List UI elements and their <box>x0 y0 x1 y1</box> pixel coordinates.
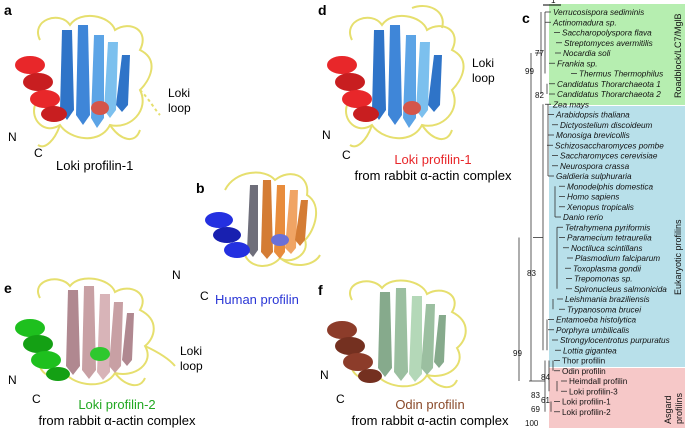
taxon-label: Loki profilin-1 <box>562 398 611 407</box>
panel-d-structure <box>327 5 465 148</box>
taxon-label: Frankia sp. <box>557 59 598 68</box>
taxon-label: Nocardia soli <box>563 49 611 58</box>
bootstrap-value: 83 <box>531 391 540 400</box>
panel-f-structure <box>327 279 467 389</box>
panel-f-letter: f <box>318 282 323 298</box>
taxon-label: Xenopus tropicalis <box>566 203 634 212</box>
panel-e-loop-label: Loki loop <box>180 344 203 373</box>
asgard-group-label-line1: Asgard <box>663 395 673 424</box>
panel-a-loop-label: Loki loop <box>168 86 191 115</box>
panel-d-loop-label: Loki loop <box>472 56 495 85</box>
bootstrap-value: 100 <box>525 419 539 428</box>
panel-a-loops <box>33 14 161 148</box>
taxon-label: Entamoeba histolytica <box>556 316 637 325</box>
panel-a-letter: a <box>4 2 12 18</box>
taxon-label: Saccharomyces cerevisiae <box>560 152 658 161</box>
panel-f-n-terminus: N <box>320 368 329 382</box>
panel-e-c-terminus: C <box>32 392 41 406</box>
panel-b-c-terminus: C <box>200 289 209 303</box>
panel-d-n-terminus: N <box>322 128 331 142</box>
taxon-label: Odin profilin <box>562 367 606 376</box>
panel-a-c-terminus: C <box>34 146 43 160</box>
taxon-label: Loki profilin-2 <box>562 408 611 417</box>
taxon-label: Trypanosoma brucei <box>567 305 641 314</box>
panel-a-structure <box>15 14 161 148</box>
taxon-label: Trepomonas sp. <box>574 275 633 284</box>
taxon-label: Arabidopsis thaliana <box>555 111 630 120</box>
panel-e-n-terminus: N <box>8 373 17 387</box>
taxon-label: Danio rerio <box>563 213 603 222</box>
taxon-label: Thor profilin <box>562 357 606 366</box>
bootstrap-value: 99 <box>513 349 522 358</box>
panel-b-n-terminus: N <box>172 268 181 282</box>
panel-f-caption-line2: from rabbit α-actin complex <box>351 413 509 428</box>
panel-b-letter: b <box>196 180 205 196</box>
taxon-label: Galdieria sulphuraria <box>556 172 632 181</box>
taxon-label: Monodelphis domestica <box>567 182 653 191</box>
taxon-label: Porphyra umbilicalis <box>556 326 629 335</box>
panel-d-letter: d <box>318 2 327 18</box>
roadblock-group-label: Roadblock/LC7/MglB <box>673 13 683 98</box>
roadblock-group-bg <box>549 4 685 105</box>
taxon-label: Candidatus Thorarchaeota 1 <box>557 80 661 89</box>
bootstrap-value: 99 <box>525 67 534 76</box>
panel-e-caption-line1: Loki profilin-2 <box>78 397 156 412</box>
bootstrap-value: 61 <box>541 396 550 405</box>
panel-f-caption-line1: Odin profilin <box>395 397 465 412</box>
panel-a-n-terminus: N <box>8 130 17 144</box>
taxon-label: Verrucosispora sediminis <box>553 8 644 17</box>
taxon-label: Strongylocentrotus purpuratus <box>560 336 670 345</box>
panel-a-helices <box>15 56 109 122</box>
bootstrap-value: 82 <box>535 91 544 100</box>
bootstrap-value: 69 <box>531 405 540 414</box>
scale-bar-label: 1 <box>551 0 556 5</box>
taxon-label: Neurospora crassa <box>560 162 630 171</box>
taxon-label: Homo sapiens <box>567 193 619 202</box>
taxon-label: Leishmania braziliensis <box>565 295 650 304</box>
eukaryotic-group-bg <box>549 106 685 367</box>
panel-c-letter: c <box>522 10 530 26</box>
panel-e-caption-line2: from rabbit α-actin complex <box>38 413 196 428</box>
panel-a-caption: Loki profilin-1 <box>56 158 134 173</box>
panel-f-c-terminus: C <box>336 392 345 406</box>
taxon-label: Monosiga brevicollis <box>556 131 630 140</box>
eukaryotic-group-label: Eukaryotic profilins <box>673 219 683 295</box>
taxon-label: Loki profilin-3 <box>569 387 618 396</box>
taxon-label: Streptomyces avermitilis <box>564 39 653 48</box>
bootstrap-value: 84 <box>541 373 550 382</box>
taxon-label: Lottia gigantea <box>563 346 617 355</box>
taxon-label: Spironucleus salmonicida <box>574 285 667 294</box>
bootstrap-value: 83 <box>527 269 536 278</box>
panel-b-structure <box>205 171 321 267</box>
taxon-label: Noctiluca scintillans <box>571 244 642 253</box>
taxon-label: Candidatus Thorarchaeota 2 <box>557 90 661 99</box>
panel-d-c-terminus: C <box>342 148 351 162</box>
taxon-label: Actinomadura sp. <box>552 18 617 27</box>
asgard-group-bg <box>549 368 685 428</box>
panel-e-structure <box>15 277 176 387</box>
panel-d-caption-line2: from rabbit α-actin complex <box>354 168 512 183</box>
taxon-label: Saccharopolyspora flava <box>562 29 652 38</box>
panel-d-caption-line1: Loki profilin-1 <box>394 152 472 167</box>
taxon-label: Toxoplasma gondii <box>573 264 641 273</box>
taxon-label: Zea mays <box>552 100 589 109</box>
taxon-label: Dictyostelium discoideum <box>560 121 653 130</box>
taxon-label: Thermus Thermophilus <box>579 70 663 79</box>
panel-b-caption: Human profilin <box>215 292 299 307</box>
panel-e-letter: e <box>4 280 12 296</box>
bootstrap-value: 77 <box>535 49 544 58</box>
taxon-label: Paramecium tetraurelia <box>567 234 652 243</box>
taxon-label: Plasmodium falciparum <box>575 254 660 263</box>
tree-branches <box>518 11 577 413</box>
taxon-label: Tetrahymena pyriformis <box>565 223 650 232</box>
taxon-label: Heimdall profilin <box>569 377 628 386</box>
asgard-group-label-line2: profilins <box>674 392 684 424</box>
taxon-label: Schizosaccharomyces pombe <box>555 141 664 150</box>
